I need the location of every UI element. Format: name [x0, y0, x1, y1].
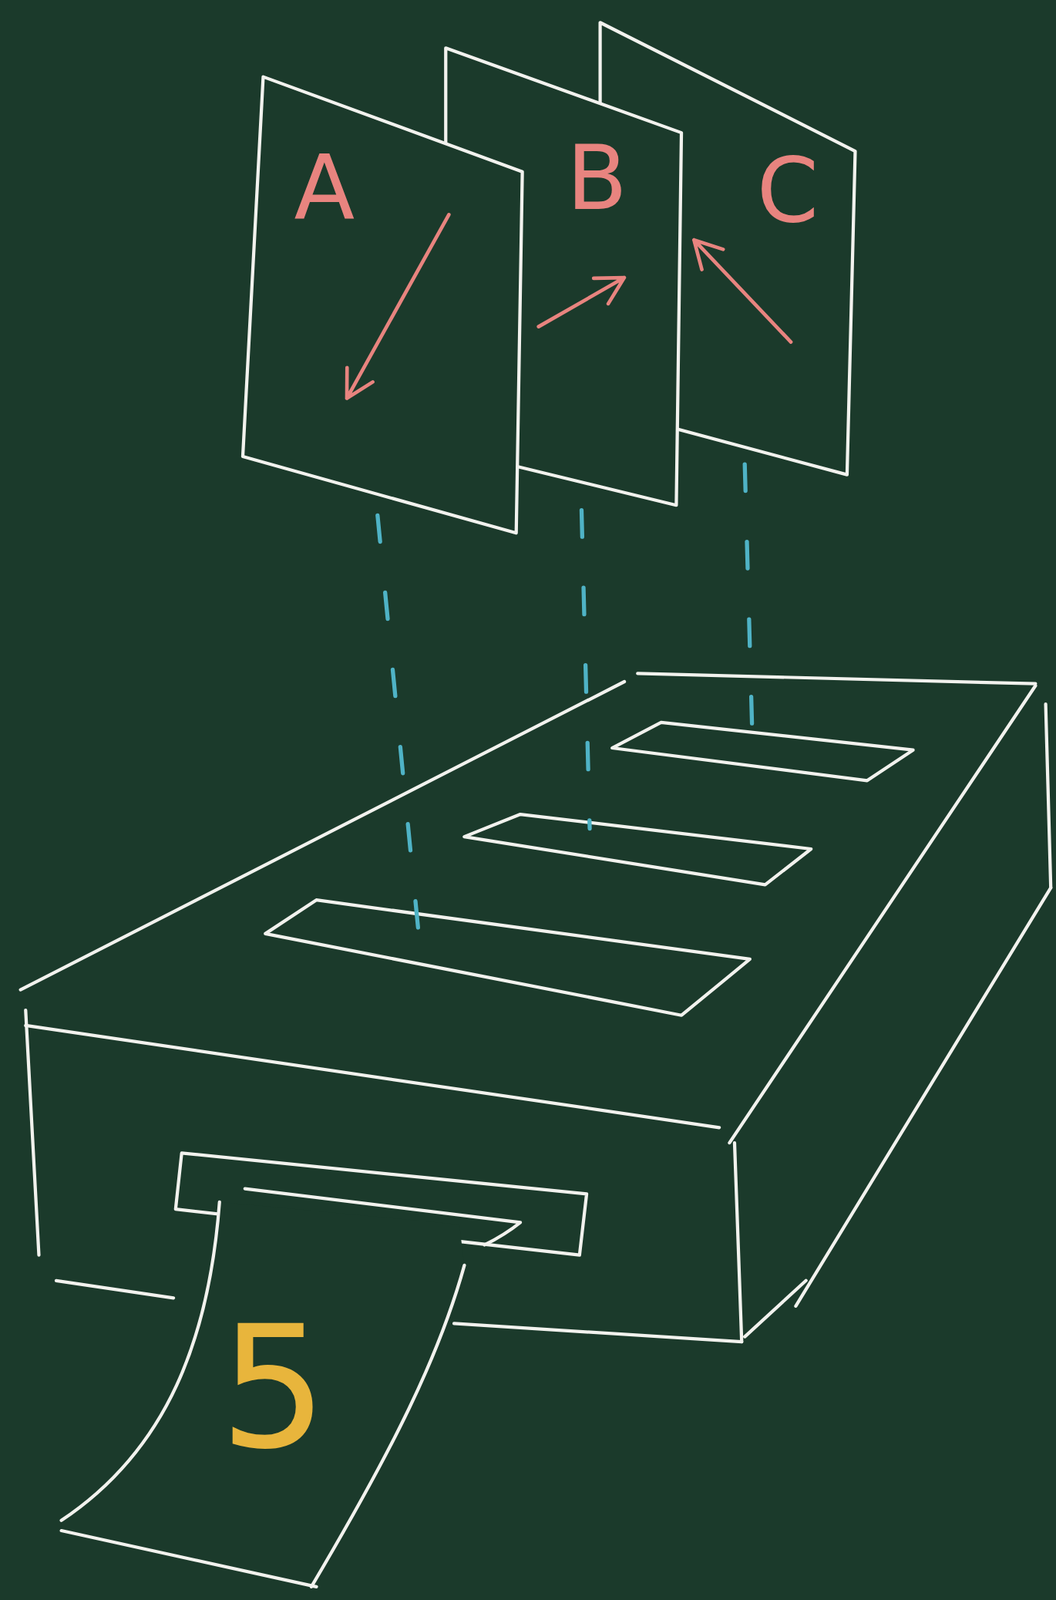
- machine-edge: [734, 1142, 742, 1342]
- machine-edge: [744, 1280, 806, 1337]
- paper-fill: [60, 1201, 465, 1587]
- machine-edge: [25, 1009, 39, 1255]
- card-letter: A: [294, 144, 356, 233]
- machine-edge: [454, 1322, 742, 1342]
- card: A: [239, 71, 526, 536]
- direction-arrow: [346, 214, 449, 398]
- card-letter: C: [756, 146, 819, 236]
- dashed-guide: [744, 464, 754, 757]
- machine-edge: [1045, 703, 1052, 888]
- direction-arrow: [538, 277, 625, 327]
- output-paper: 5: [56, 1183, 475, 1591]
- output-number: 5: [219, 1302, 328, 1473]
- card-letter: B: [566, 134, 628, 223]
- machine-edge: [56, 1280, 174, 1298]
- input-slot: [612, 722, 913, 781]
- machine-edge: [795, 887, 1051, 1306]
- card-border: [599, 22, 855, 475]
- direction-arrow: [693, 239, 791, 342]
- machine-edge: [25, 1025, 720, 1127]
- dashed-guide: [581, 510, 590, 829]
- input-slot: [265, 899, 750, 1016]
- machine-edge: [729, 685, 1036, 1143]
- card-outline: [239, 71, 526, 536]
- paper-edge: [60, 1201, 465, 1587]
- dashed-guide: [377, 514, 419, 931]
- input-slot: [464, 813, 811, 885]
- machine-edge: [637, 672, 1036, 683]
